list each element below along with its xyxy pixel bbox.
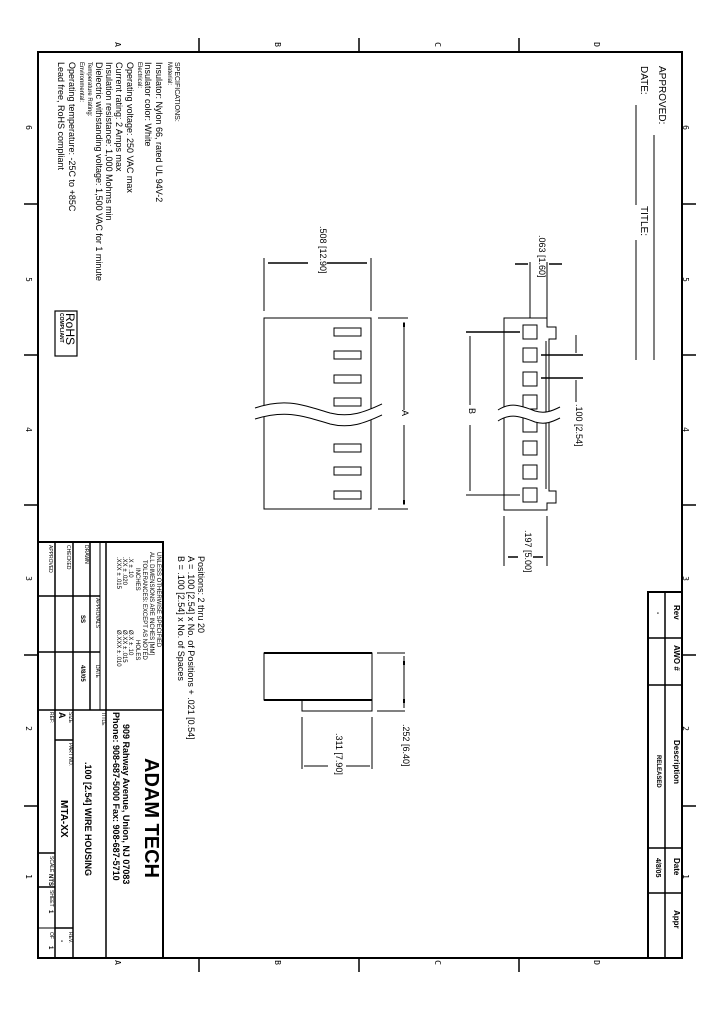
side-view-depth-dimension: .311 [7.90] <box>334 733 344 775</box>
side-view-height-dimension: .252 [6.40] <box>401 724 411 767</box>
front-view <box>466 262 583 566</box>
title-field-label: TITLE <box>100 712 106 726</box>
rev-row-value: - <box>654 612 661 615</box>
rohs-badge-frame <box>54 310 78 357</box>
approved-label-title-block: APPROVED <box>47 545 53 573</box>
zone-row-1-right: 1 <box>680 874 690 879</box>
tolerance-line-2: ALL DIMENSIONS ARE INCHES [MM] <box>148 552 154 656</box>
hole-tolerance-xxx: Ø.XXX ± .010 <box>115 630 121 667</box>
part-no-label: PART NO. <box>67 743 73 767</box>
spec-insulator: Insulator: Nylon 66, rated UL 94V-2 <box>154 62 164 203</box>
spec-operating-temperature: Operating temperature: -25C to +85C <box>67 62 77 212</box>
description-header: Description <box>672 740 681 785</box>
ref-label: REF: <box>48 712 54 724</box>
tolerance-inches-label: INCHES <box>134 568 140 591</box>
scale-value: NTS <box>47 874 53 886</box>
zone-col-a-top: A <box>112 42 122 47</box>
spec-electrical-heading: Electrical: <box>136 62 142 89</box>
rohs-badge-subtitle: COMPLIANT <box>58 313 64 343</box>
approvals-date-label: DATE <box>94 665 100 678</box>
spec-dielectric: Dielectric withstanding voltage: 1,500 V… <box>94 62 104 281</box>
drawn-by-value: SS <box>79 615 85 624</box>
top-view-width-dimension: .508 [12.90] <box>318 226 328 274</box>
front-view-pitch-dimension: .100 [2.54] <box>574 404 584 447</box>
spec-temperature-heading: Temperature Rating: <box>86 62 92 117</box>
zone-col-c-top: C <box>432 42 442 47</box>
front-view-length-label: B <box>467 408 477 415</box>
zone-col-c-bottom: C <box>432 960 442 965</box>
date-header: Date <box>672 858 681 876</box>
zone-row-5-left: 5 <box>23 277 33 282</box>
zone-row-4-left: 4 <box>23 427 33 432</box>
awo-header: AWO # <box>672 645 681 671</box>
title-label: TITLE: <box>638 206 649 237</box>
rohs-badge-title: RoHS <box>63 313 77 346</box>
tolerance-holes-label: HOLES <box>134 640 140 661</box>
hole-tolerance-xx: Ø.XX ± .015 <box>121 630 127 663</box>
front-view-depth-dimension: .197 [5.00] <box>523 530 533 573</box>
drawing-title: .100 [2.54] WIRE HOUSING <box>83 762 93 877</box>
approved-label: APPROVED: <box>656 66 667 125</box>
spec-insulator-color: Insulator color: White <box>143 62 153 147</box>
zone-row-3-right: 3 <box>680 576 690 581</box>
size-value: A <box>57 712 67 719</box>
drawn-label: DRAWN <box>83 545 89 564</box>
zone-row-1-left: 1 <box>23 874 33 879</box>
sheet-value: 1 <box>47 910 53 914</box>
front-view-top-dimension: .063 [1.60] <box>537 235 547 278</box>
tolerance-x: .X ± .10 <box>127 557 133 578</box>
approver-header: Appr <box>672 910 681 929</box>
hole-tolerance-x: Ø.X ± .10 <box>127 630 133 656</box>
spec-material-heading: Material: <box>166 62 172 86</box>
zone-col-d-top: D <box>591 42 601 47</box>
zone-row-6-right: 6 <box>680 125 690 130</box>
note-positions: Positions: 2 thru 20 <box>196 556 206 634</box>
rev-row-date: 4/8/05 <box>654 858 661 878</box>
rev-header: Rev <box>672 605 681 620</box>
checked-label: CHECKED <box>65 545 71 570</box>
zone-row-5-right: 5 <box>680 277 690 282</box>
zone-row-4-right: 4 <box>680 427 690 432</box>
company-name: ADAM TECH <box>140 758 162 878</box>
rev-value: - <box>58 940 65 943</box>
zone-row-2-right: 2 <box>680 726 690 731</box>
zone-row-6-left: 6 <box>23 125 33 130</box>
spec-insulation-resistance: Insulation resistance: 1,000 Mohms min <box>104 62 114 221</box>
top-view-length-label: A <box>400 410 410 417</box>
zone-col-b-top: B <box>272 42 282 47</box>
tolerance-xx: .XX ± .020 <box>121 557 127 585</box>
drawn-date-value: 4/8/05 <box>79 665 85 682</box>
rev-label: REV. <box>67 932 73 944</box>
part-number: MTA-XX <box>58 800 69 838</box>
spec-environmental-heading: Environmental: <box>78 62 84 103</box>
date-label: DATE: <box>638 66 649 95</box>
sheet-label: SHEET <box>48 890 54 907</box>
zone-col-a-bottom: A <box>112 960 122 965</box>
spec-operating-voltage: Operating voltage: 250 VAC max <box>125 62 135 193</box>
tolerance-xxx: .XXX ± .015 <box>115 557 121 589</box>
tolerance-line-1: UNLESS OTHERWISE SPECIFIED <box>155 552 161 648</box>
top-view <box>254 258 408 510</box>
spec-lead-free: Lead free, RoHS compliant <box>56 62 66 171</box>
side-view <box>263 652 405 769</box>
size-label: SIZE <box>67 712 73 724</box>
scale-label: SCALE <box>48 856 54 873</box>
tolerance-line-3: TOLERANCES: EXCEPT AS NOTED <box>141 560 147 660</box>
company-phone: Phone: 908-687-5000 Fax: 908-687-5710 <box>111 712 121 881</box>
spec-current-rating: Current rating: 2 Amps max <box>114 62 124 172</box>
note-formula-b: B = .100 [2.54] x No. of Spaces <box>176 556 186 681</box>
of-value: 1 <box>47 946 53 950</box>
rev-row-description: RELEASED <box>655 755 661 788</box>
zone-row-2-left: 2 <box>23 726 33 731</box>
zone-row-3-left: 3 <box>23 576 33 581</box>
note-formula-a: A = .100 [2.54] x No. of Positions + .02… <box>186 556 196 740</box>
company-address: 909 Rahway Avenue, Union, NJ 07083 <box>121 724 131 885</box>
zone-col-b-bottom: B <box>272 960 282 965</box>
spec-heading: SPECIFICATIONS: <box>173 62 180 122</box>
approvals-label: APPROVALS <box>94 598 100 628</box>
of-label: OF <box>48 932 54 939</box>
zone-col-d-bottom: D <box>591 960 601 965</box>
